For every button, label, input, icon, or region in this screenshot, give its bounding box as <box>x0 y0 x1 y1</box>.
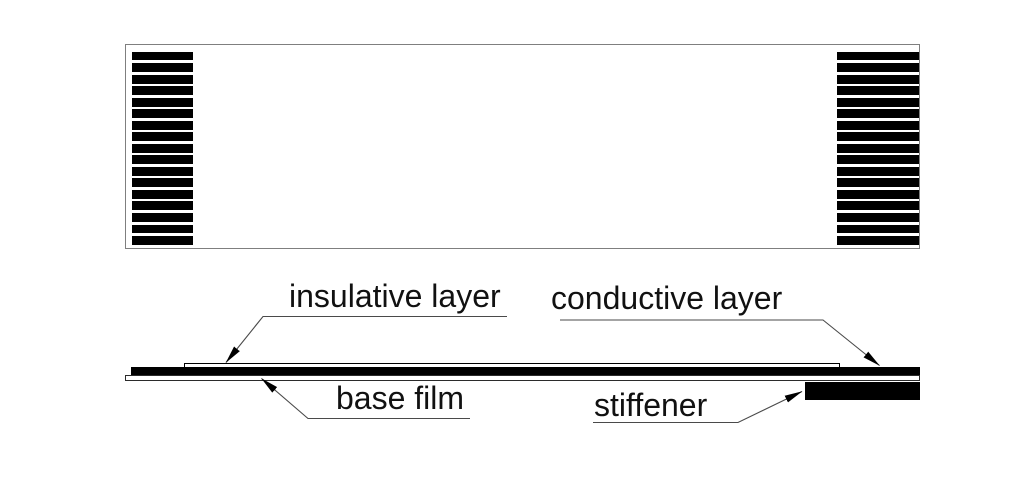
conductor-finger <box>132 224 193 234</box>
conductor-finger <box>837 178 919 188</box>
conductor-finger <box>837 155 919 165</box>
conductor-finger <box>837 86 919 96</box>
insulative-layer-label: insulative layer <box>289 278 501 314</box>
conductor-finger <box>132 63 193 73</box>
conductor-finger <box>837 143 919 153</box>
conductor-finger <box>837 51 919 61</box>
conductor-finger <box>132 155 193 165</box>
conductor-finger <box>837 120 919 130</box>
conductor-finger <box>132 86 193 96</box>
cable-top-view <box>125 44 920 249</box>
conductor-finger <box>132 109 193 119</box>
conductor-finger <box>837 212 919 222</box>
conductor-finger <box>132 212 193 222</box>
conductor-finger <box>132 74 193 84</box>
conductor-finger <box>837 74 919 84</box>
conductor-finger <box>132 236 193 245</box>
base-film-label: base film <box>336 380 465 416</box>
conductor-finger <box>837 201 919 211</box>
conductor-finger <box>132 166 193 176</box>
conductor-finger <box>837 166 919 176</box>
conductor-finger <box>837 132 919 142</box>
conductor-finger <box>837 236 919 245</box>
conductor-finger <box>837 63 919 73</box>
conductor-finger <box>132 132 193 142</box>
conductor-finger <box>837 109 919 119</box>
conductor-finger <box>132 97 193 107</box>
conductor-finger <box>132 51 193 61</box>
stiffener-block <box>805 381 920 400</box>
conductor-finger <box>132 189 193 199</box>
conductor-finger <box>837 189 919 199</box>
conductor-finger <box>132 201 193 211</box>
conductor-finger <box>132 143 193 153</box>
stiffener-label: stiffener <box>594 387 708 423</box>
conductor-finger <box>837 97 919 107</box>
conductor-finger <box>132 178 193 188</box>
conductor-finger <box>132 120 193 130</box>
conductive-layer <box>131 367 920 375</box>
left-conductor-fingers <box>132 45 193 248</box>
conductive-layer-leader <box>560 319 880 366</box>
base-film-layer <box>125 374 920 381</box>
conductor-finger <box>837 224 919 234</box>
right-conductor-fingers <box>837 45 919 248</box>
insulative-layer-leader <box>225 315 507 363</box>
conductive-layer-label: conductive layer <box>551 280 783 316</box>
